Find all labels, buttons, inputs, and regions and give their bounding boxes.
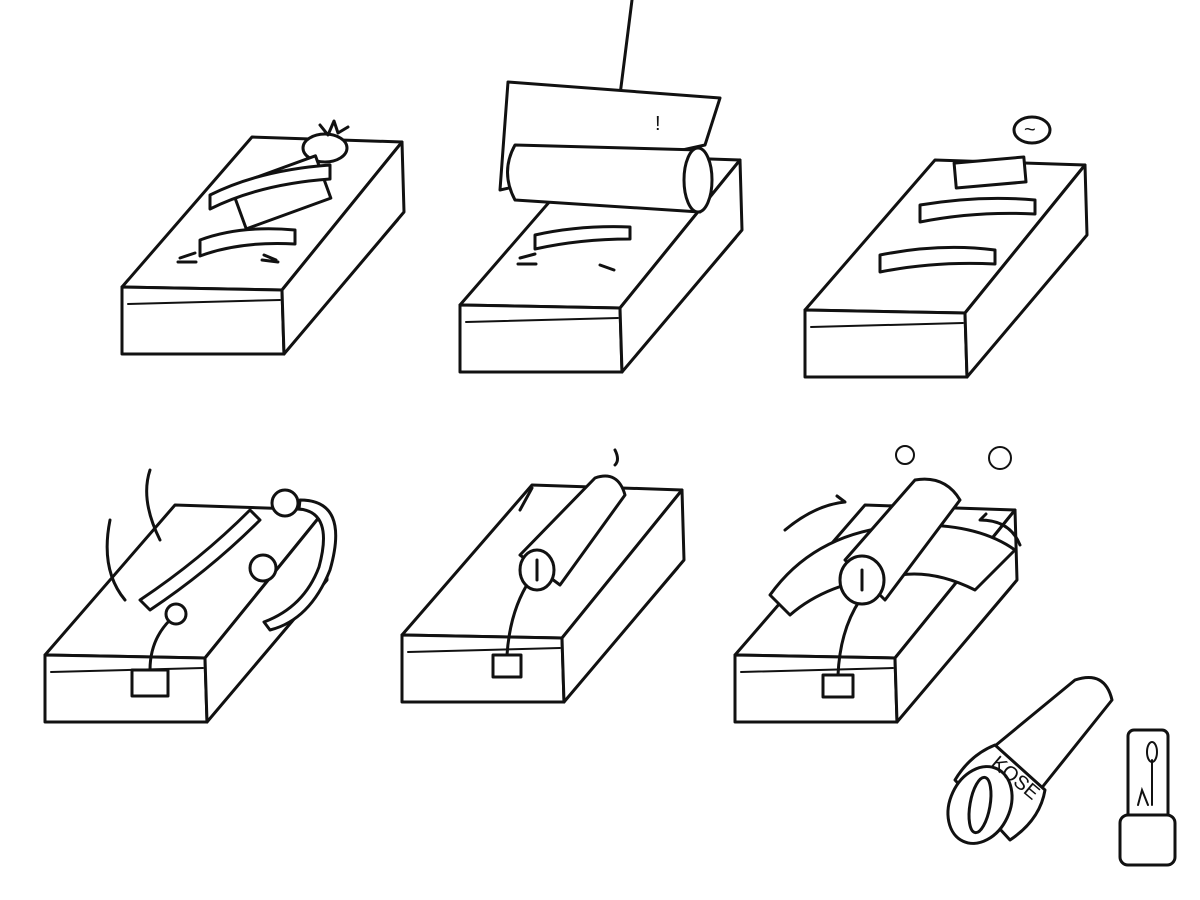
panel-4-machine-arms [43,468,338,724]
product-tube: KOSE [946,676,1114,845]
control-box [491,653,523,679]
panel-5-rolled-tube [400,448,686,704]
panel-2-roller: ! [458,0,744,374]
product-jar [1118,728,1177,867]
panel-1-lying-on-block [120,119,406,356]
speech-bubble-text: ~ [1024,119,1036,141]
exclaim-mark: ! [655,113,661,135]
panel-3-flattened: ~ [803,115,1089,379]
character [176,119,350,264]
control-box [821,673,855,699]
panel-6-clamped-tube [733,445,1022,724]
speech-bubble [1012,115,1052,145]
control-box [130,668,170,698]
